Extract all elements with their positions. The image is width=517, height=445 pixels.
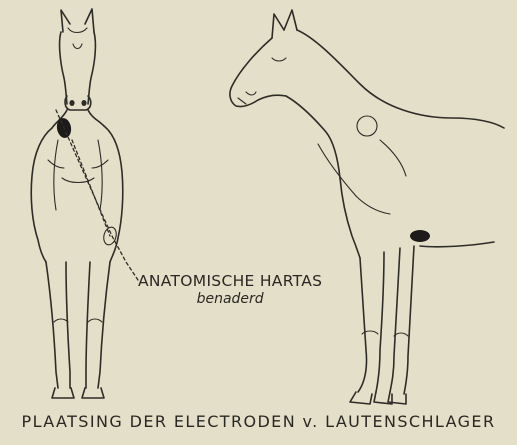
figure-caption: PLAATSING DER ELECTRODEN v. LAUTENSCHLAG… [0,412,517,431]
annotation-subtitle: benaderd [138,291,322,307]
side-view-horse [230,10,504,404]
front-view-horse [31,9,138,398]
heart-axis-annotation: ANATOMISCHE HARTAS benaderd [138,272,322,307]
annotation-title: ANATOMISCHE HARTAS [138,272,322,290]
electrode-side [410,230,430,242]
electrode-outline-side [357,116,377,136]
